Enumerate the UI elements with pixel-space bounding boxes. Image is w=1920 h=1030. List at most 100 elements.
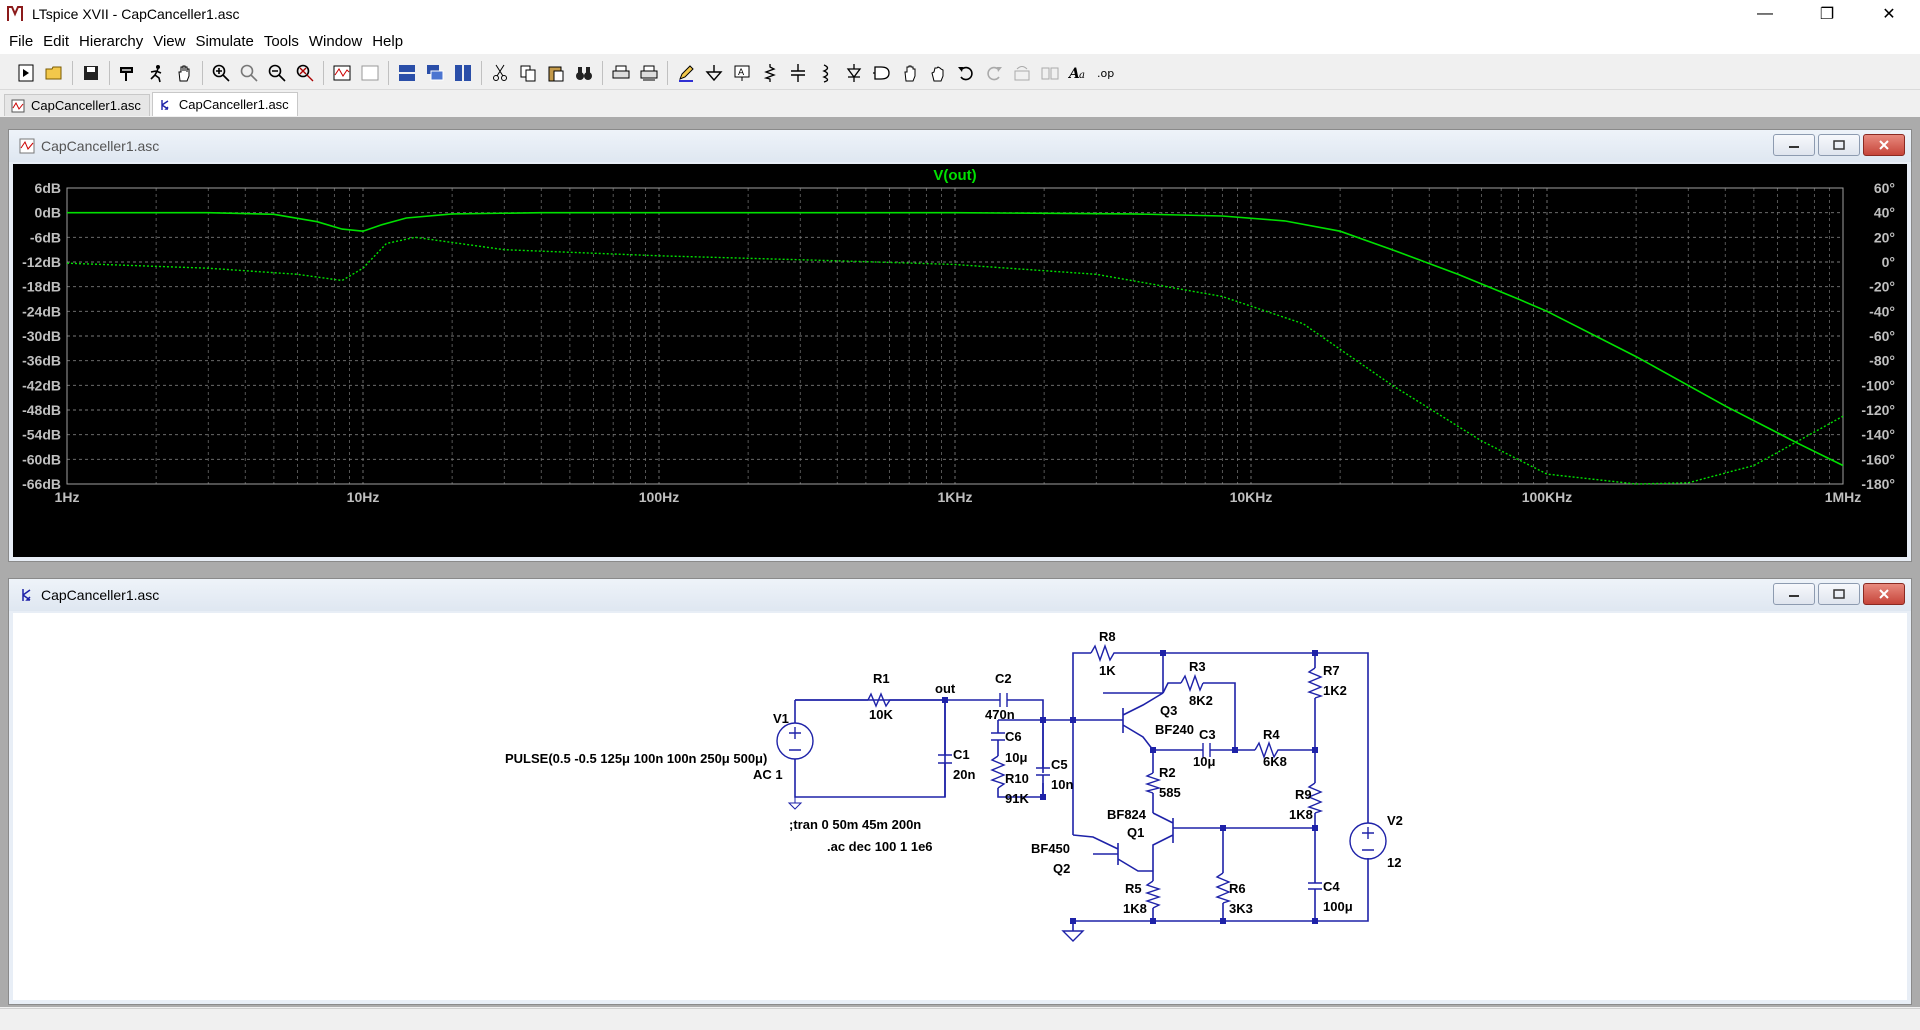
save-button[interactable] xyxy=(77,59,105,87)
c1-capacitor-symbol[interactable] xyxy=(938,754,952,764)
label-q2m[interactable]: BF450 xyxy=(1031,841,1070,856)
label-r4v[interactable]: 6K8 xyxy=(1263,754,1287,769)
move-button[interactable] xyxy=(896,59,924,87)
label-out[interactable]: out xyxy=(935,681,956,696)
label-c4v[interactable]: 100μ xyxy=(1323,899,1353,914)
magnitude-trace[interactable] xyxy=(67,211,1844,467)
print-preview-button[interactable] xyxy=(635,59,663,87)
c6-capacitor-symbol[interactable] xyxy=(991,732,1005,741)
label-q3[interactable]: Q3 xyxy=(1160,703,1177,718)
find-button[interactable] xyxy=(570,59,598,87)
schematic-close-button[interactable] xyxy=(1863,583,1905,605)
print-button[interactable] xyxy=(607,59,635,87)
r6-resistor-symbol[interactable] xyxy=(1215,872,1232,904)
label-r2[interactable]: R2 xyxy=(1159,765,1176,780)
label-r6[interactable]: R6 xyxy=(1229,881,1246,896)
schematic-window-titlebar[interactable]: CapCanceller1.asc xyxy=(9,579,1911,611)
drag-button[interactable] xyxy=(924,59,952,87)
r5-resistor-symbol[interactable] xyxy=(1144,880,1162,909)
phase-trace[interactable] xyxy=(66,236,1844,485)
label-r9[interactable]: R9 xyxy=(1295,787,1312,802)
new-schematic-button[interactable] xyxy=(12,59,40,87)
label-r9v[interactable]: 1K8 xyxy=(1289,807,1313,822)
label-r1v[interactable]: 10K xyxy=(869,707,893,722)
redo-button[interactable] xyxy=(980,59,1008,87)
draw-wire-button[interactable] xyxy=(672,59,700,87)
c2-capacitor-symbol[interactable] xyxy=(999,693,1008,707)
label-q1m[interactable]: BF824 xyxy=(1107,807,1147,822)
label-c5[interactable]: C5 xyxy=(1051,757,1068,772)
close-button[interactable]: ✕ xyxy=(1882,6,1896,23)
label-pulse[interactable]: PULSE(0.5 -0.5 125μ 100n 100n 250μ 500μ) xyxy=(505,751,767,766)
label-r5[interactable]: R5 xyxy=(1125,881,1142,896)
menu-window[interactable]: Window xyxy=(308,32,363,50)
autorange-button[interactable] xyxy=(328,59,356,87)
schematic-minimize-button[interactable] xyxy=(1773,583,1815,605)
label-c3v[interactable]: 10μ xyxy=(1193,754,1215,769)
label-c6[interactable]: C6 xyxy=(1005,729,1022,744)
copy-button[interactable] xyxy=(514,59,542,87)
menu-edit[interactable]: Edit xyxy=(43,32,70,50)
inductor-button[interactable] xyxy=(812,59,840,87)
label-c6v[interactable]: 10μ xyxy=(1005,750,1027,765)
waveform-restore-button[interactable] xyxy=(1818,134,1860,156)
v1-source-symbol[interactable] xyxy=(776,722,814,760)
label-c2v[interactable]: 470n xyxy=(985,707,1015,722)
trace-title[interactable]: V(out) xyxy=(933,167,976,184)
resistor-button[interactable] xyxy=(756,59,784,87)
maximize-button[interactable]: ❐ xyxy=(1819,6,1835,23)
r9-resistor-symbol[interactable] xyxy=(1307,782,1324,814)
r2-resistor-symbol[interactable] xyxy=(1144,772,1162,794)
label-ac[interactable]: AC 1 xyxy=(753,767,783,782)
menu-view[interactable]: View xyxy=(153,32,186,50)
open-button[interactable] xyxy=(40,59,68,87)
label-r5v[interactable]: 1K8 xyxy=(1123,901,1147,916)
menu-help[interactable]: Help xyxy=(372,32,404,50)
label-tran[interactable]: ;tran 0 50m 45m 200n xyxy=(789,817,921,832)
r8-resistor-symbol[interactable] xyxy=(1090,643,1116,663)
tile-horizontal-button[interactable] xyxy=(393,59,421,87)
pan-button[interactable] xyxy=(170,59,198,87)
menu-file[interactable]: File xyxy=(9,32,34,50)
label-r10v[interactable]: 91K xyxy=(1005,791,1029,806)
c4-capacitor-symbol[interactable] xyxy=(1308,882,1322,890)
label-c3[interactable]: C3 xyxy=(1199,727,1216,742)
minimize-button[interactable]: — xyxy=(1757,5,1773,22)
paste-button[interactable] xyxy=(542,59,570,87)
label-r4[interactable]: R4 xyxy=(1263,727,1280,742)
control-panel-button[interactable] xyxy=(114,59,142,87)
label-r6v[interactable]: 3K3 xyxy=(1229,901,1253,916)
label-acdir[interactable]: .ac dec 100 1 1e6 xyxy=(827,839,933,854)
menu-tools[interactable]: Tools xyxy=(263,32,299,50)
label-r7[interactable]: R7 xyxy=(1323,663,1340,678)
label-v2v[interactable]: 12 xyxy=(1387,855,1401,870)
r10-resistor-symbol[interactable] xyxy=(990,755,1006,789)
label-q2[interactable]: Q2 xyxy=(1053,861,1070,876)
label-c5v[interactable]: 10n xyxy=(1051,777,1073,792)
tab-waveform[interactable]: CapCanceller1.asc xyxy=(4,94,150,116)
zoom-pan-button[interactable] xyxy=(235,59,263,87)
label-r8[interactable]: R8 xyxy=(1099,629,1116,644)
label-v2[interactable]: V2 xyxy=(1387,813,1403,828)
v2-source-symbol[interactable] xyxy=(1349,822,1387,860)
mirror-button[interactable] xyxy=(1036,59,1064,87)
label-r3[interactable]: R3 xyxy=(1189,659,1206,674)
spice-directive-button[interactable]: .op xyxy=(1092,59,1120,87)
ground-symbol[interactable] xyxy=(1061,930,1085,942)
label-v1[interactable]: V1 xyxy=(773,711,789,726)
label-r3v[interactable]: 8K2 xyxy=(1189,693,1213,708)
undo-button[interactable] xyxy=(952,59,980,87)
schematic-restore-button[interactable] xyxy=(1818,583,1860,605)
label-c1v[interactable]: 20n xyxy=(953,767,975,782)
zoom-out-button[interactable] xyxy=(263,59,291,87)
tile-vertical-button[interactable] xyxy=(449,59,477,87)
r7-resistor-symbol[interactable] xyxy=(1307,667,1324,699)
cut-button[interactable] xyxy=(486,59,514,87)
c3-capacitor-symbol[interactable] xyxy=(1202,743,1211,757)
label-q3m[interactable]: BF240 xyxy=(1155,722,1194,737)
label-c1[interactable]: C1 xyxy=(953,747,970,762)
rotate-button[interactable] xyxy=(1008,59,1036,87)
